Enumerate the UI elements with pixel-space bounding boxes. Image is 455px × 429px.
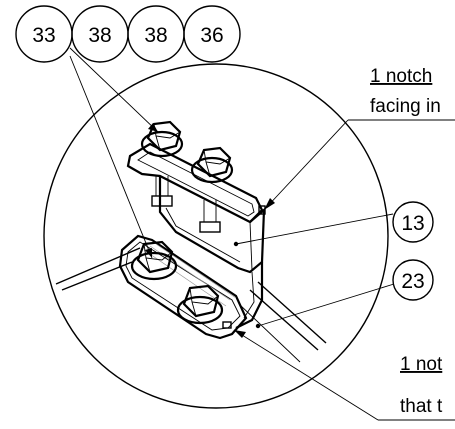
callout-23-label: 23 xyxy=(401,270,424,293)
bolt-upper-left xyxy=(140,120,184,207)
leader-lines-33 xyxy=(69,47,159,259)
callout-balloon-33: 33 xyxy=(15,5,73,63)
note-lower: 1 not that t xyxy=(233,329,455,421)
bracket-13 xyxy=(126,142,266,329)
callout-balloon-13: 13 xyxy=(233,201,434,247)
callout-balloon-23: 23 xyxy=(255,259,434,329)
note-lower-line2: that t xyxy=(400,396,443,417)
bolt-upper-right xyxy=(190,146,234,233)
callout-balloon-38a: 38 xyxy=(71,5,129,63)
callout-36-label: 36 xyxy=(200,24,223,47)
note-upper: 1 notch facing in xyxy=(263,66,455,211)
callout-balloon-38b: 38 xyxy=(127,5,185,63)
note-upper-line2: facing in xyxy=(370,96,441,117)
callout-38a-label: 38 xyxy=(88,24,111,47)
bolt-lower-right xyxy=(176,284,224,325)
callout-balloon-36: 36 xyxy=(183,5,241,63)
bolt-lower-left xyxy=(130,240,178,281)
base-plate xyxy=(118,234,248,340)
callout-13-label: 13 xyxy=(401,212,424,235)
callout-33-label: 33 xyxy=(32,24,55,47)
callout-38b-label: 38 xyxy=(144,24,167,47)
note-upper-line1: 1 notch xyxy=(370,66,432,87)
detail-view-circle xyxy=(43,63,389,409)
note-lower-line1: 1 not xyxy=(400,354,443,375)
